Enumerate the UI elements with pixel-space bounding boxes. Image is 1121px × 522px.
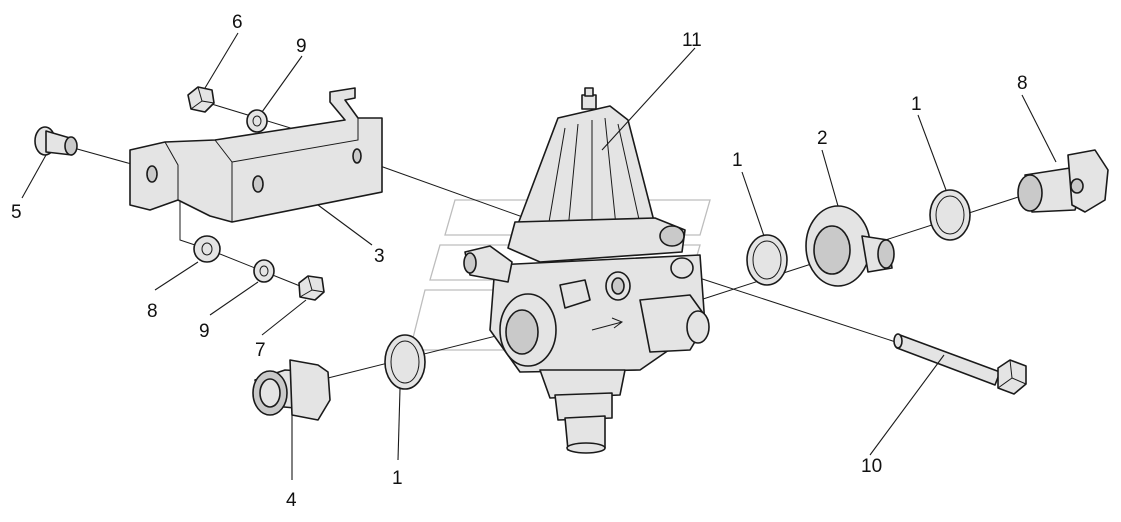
callout-6: 10 (861, 456, 882, 477)
nut-lower (298, 275, 325, 301)
callout-10: 8 (147, 301, 158, 322)
fitting-left (252, 359, 331, 421)
callout-4: 4 (286, 490, 297, 511)
washer-upper (246, 109, 268, 133)
callout-8-bottom: 7 (255, 340, 266, 361)
washer-lower (253, 259, 275, 283)
callout-5: 8 (1017, 73, 1028, 94)
leader-lines (21, 32, 1057, 480)
banjo-fitting (805, 205, 895, 287)
callout-9-bottom: 9 (199, 321, 210, 342)
sealing-ring-left (384, 334, 426, 390)
bracket (129, 87, 383, 223)
callout-3: 3 (374, 246, 385, 267)
callout-2: 2 (817, 128, 828, 149)
callout-9-top: 9 (296, 36, 307, 57)
callout-8-top: 6 (232, 12, 243, 33)
callout-1-right: 1 (911, 94, 922, 115)
washer-flat (193, 235, 221, 263)
callout-7: 5 (11, 202, 22, 223)
valve-body (463, 87, 710, 454)
long-bolt (893, 333, 1027, 395)
callout-labels: 11 6 9 5 3 8 9 7 4 1 1 2 1 8 10 (11, 12, 1028, 511)
callout-11: 11 (682, 30, 702, 51)
nut-upper (187, 86, 215, 113)
sealing-ring-middle (746, 234, 788, 286)
bolt (34, 126, 78, 156)
banjo-bolt (1017, 149, 1109, 213)
callout-1-middle: 1 (732, 150, 743, 171)
callout-1-left: 1 (392, 468, 403, 489)
sealing-ring-right (929, 189, 971, 241)
